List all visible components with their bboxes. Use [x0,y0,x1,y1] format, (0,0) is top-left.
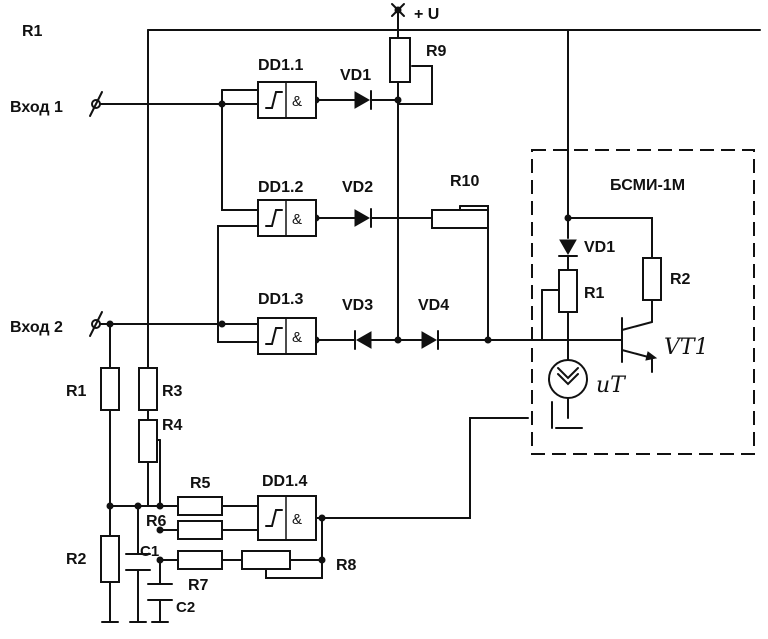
input-1-label: Вход 1 [10,99,63,116]
diode-vd3 [354,330,372,350]
diode-vd4 [421,330,439,350]
resistor-r4-label: R4 [162,417,183,434]
and-symbol: & [292,93,302,110]
transistor-label: VT1 [664,335,709,360]
gate-dd1-1-label: DD1.1 [258,57,303,74]
resistor-r1 [100,367,120,411]
gate-dd1-2-label: DD1.2 [258,179,303,196]
resistor-r4 [138,419,161,463]
module-resistor-r2 [642,257,662,301]
gate-dd1-4-label: DD1.4 [262,473,307,490]
gate-dd1-3: & [257,317,317,355]
module-bsmi [531,149,755,455]
supply-terminal [391,3,405,17]
junctions [106,6,572,564]
supply-label: + U [414,6,439,23]
gate-dd1-3-label: DD1.3 [258,291,303,308]
diode-vd1 [354,90,372,110]
capacitor-c1-label: C1 [140,543,159,560]
diode-vd4-label: VD4 [418,297,449,314]
and-symbol: & [292,511,302,528]
gate-dd1-4: & [257,495,317,541]
module-title: БСМИ-1М [610,177,685,194]
transistor-vt1 [621,317,658,373]
resistor-r9-label: R9 [426,43,447,60]
emitter-label: иТ [596,373,627,398]
gate-dd1-2: & [257,199,317,237]
resistor-r6-label: R6 [146,513,167,530]
capacitor-c2-label: C2 [176,599,195,616]
resistor-r9 [389,37,411,83]
resistor-r7 [177,550,223,570]
resistor-r10 [431,205,489,229]
resistor-r6 [177,520,223,540]
emitter-indicator [548,359,588,399]
diode-vd3-label: VD3 [342,297,373,314]
resistor-r7-label: R7 [188,577,209,594]
capacitor-c1 [125,553,151,571]
module-resistor-r1 [541,269,578,313]
resistor-r2 [100,535,120,583]
diode-vd2-label: VD2 [342,179,373,196]
diode-vd2 [354,208,372,228]
resistor-r5 [177,496,223,516]
wires [99,9,761,623]
module-diode-vd1 [558,239,578,257]
input-2-label: Вход 2 [10,319,63,336]
input-terminal-2 [89,311,103,337]
corner-label: R1 [22,23,43,40]
resistor-r5-label: R5 [190,475,211,492]
resistor-r3 [138,367,158,411]
resistor-r3-label: R3 [162,383,183,400]
diode-vd1-label: VD1 [340,67,371,84]
module-vd1-label: VD1 [584,239,615,256]
capacitor-c2 [147,583,173,601]
labels: R1 + U Вход 1 Вход 2 DD1.1 DD1.2 DD1.3 D… [10,6,709,616]
resistor-r2-label: R2 [66,551,87,568]
input-terminal-1 [89,91,103,117]
resistor-r10-label: R10 [450,173,479,190]
resistor-r8 [241,550,291,570]
resistor-r1-label: R1 [66,383,87,400]
module-r2-label: R2 [670,271,691,288]
module-r1-label: R1 [584,285,605,302]
resistor-r8-label: R8 [336,557,357,574]
gate-dd1-1: & [257,81,317,119]
and-symbol: & [292,329,302,346]
and-symbol: & [292,211,302,228]
